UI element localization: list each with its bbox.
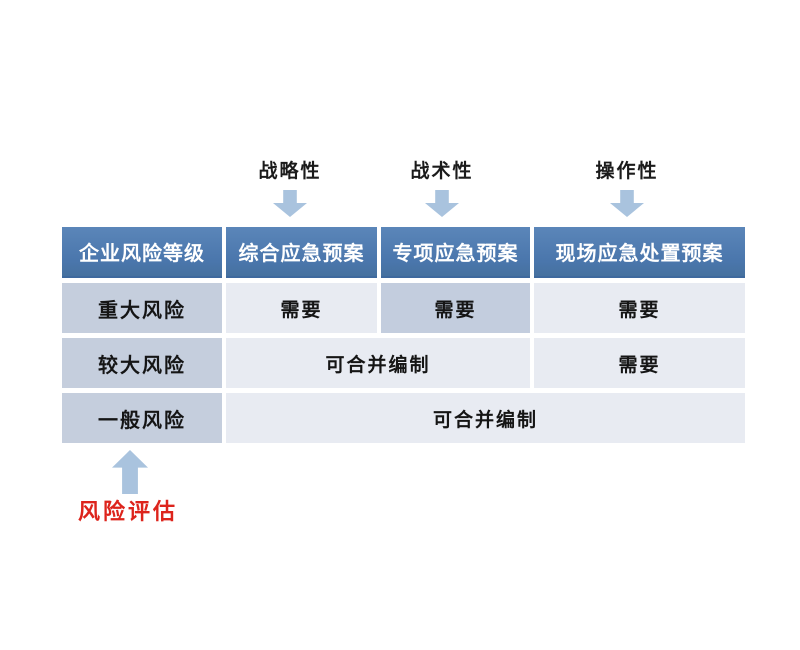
- arrow-up-icon: [112, 450, 148, 494]
- row-label-general-risk: 一般风险: [62, 393, 222, 443]
- risk-plan-table: 企业风险等级 综合应急预案 专项应急预案 现场应急处置预案 重大风险 需要 需要…: [62, 227, 745, 443]
- table-cell-merged: 可合并编制: [226, 393, 745, 443]
- label-group-operational: 操作性: [557, 158, 697, 217]
- table-cell-merged: 可合并编制: [226, 338, 530, 388]
- header-cell-risk-level: 企业风险等级: [62, 227, 222, 278]
- header-cell-special-plan: 专项应急预案: [381, 227, 530, 278]
- row-label-considerable-risk: 较大风险: [62, 338, 222, 388]
- header-cell-comprehensive-plan: 综合应急预案: [226, 227, 377, 278]
- table-cell: 需要: [534, 283, 745, 333]
- table-cell: 需要: [226, 283, 377, 333]
- label-group-tactical: 战术性: [372, 158, 512, 217]
- table-cell-highlighted: 需要: [381, 283, 530, 333]
- row-label-major-risk: 重大风险: [62, 283, 222, 333]
- arrow-down-icon: [610, 190, 644, 217]
- label-group-strategic: 战略性: [220, 158, 360, 217]
- risk-assessment-label: 风险评估: [77, 499, 178, 524]
- table-cell: 需要: [534, 338, 745, 388]
- arrow-down-icon: [425, 190, 459, 217]
- tactical-label: 战术性: [410, 161, 474, 182]
- strategic-label: 战略性: [258, 161, 322, 182]
- operational-label: 操作性: [595, 161, 659, 182]
- arrow-down-icon: [273, 190, 307, 217]
- header-cell-onsite-plan: 现场应急处置预案: [534, 227, 745, 278]
